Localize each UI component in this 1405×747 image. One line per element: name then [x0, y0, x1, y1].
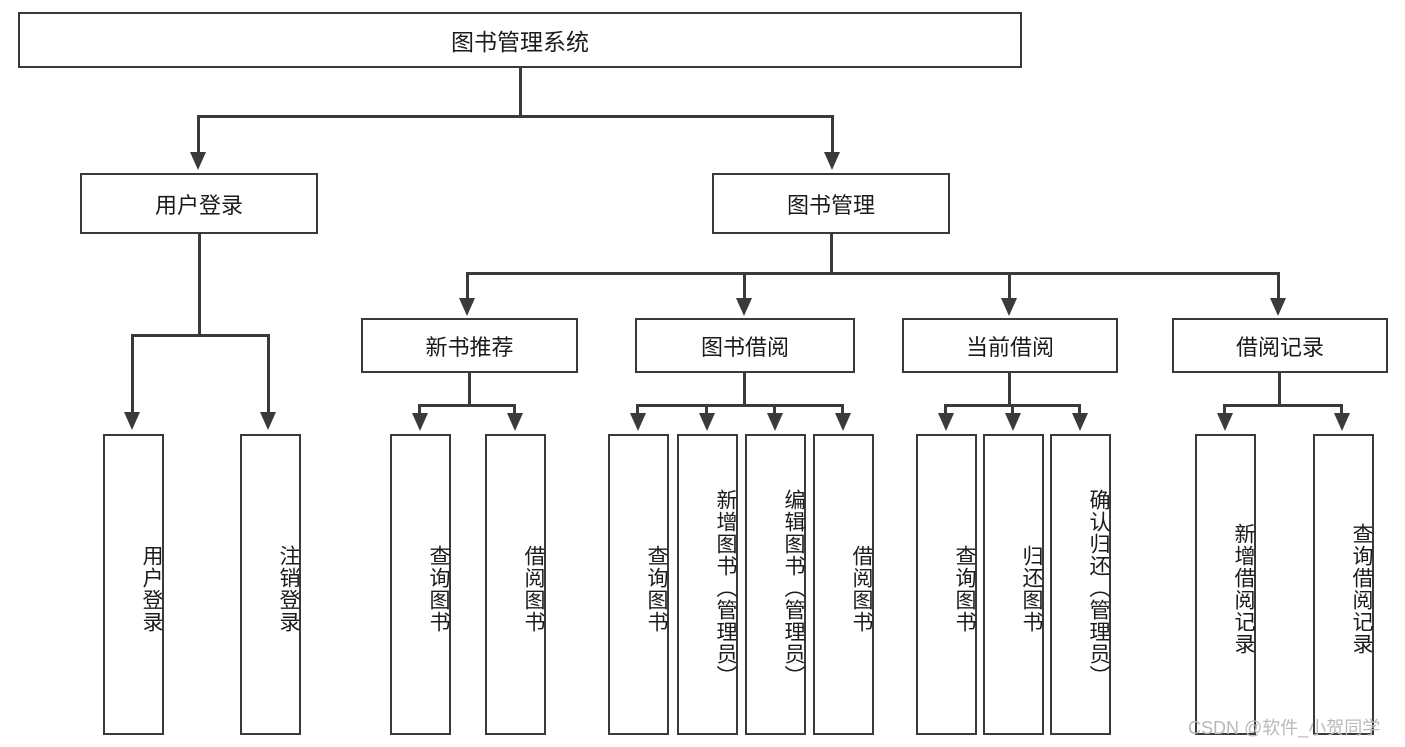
- edge-bm-to-book-borrow: [743, 272, 746, 302]
- leaf-book-borrow-3[interactable]: 借阅图书: [813, 434, 874, 735]
- arrowhead-cb-to-leaf-1: [1005, 413, 1021, 431]
- leaf-user-login-1[interactable]: 注销登录: [240, 434, 301, 735]
- node-label: 查询图书: [953, 544, 976, 633]
- node-label: 查询图书: [645, 544, 668, 633]
- node-label: 注销登录: [277, 544, 300, 633]
- leaf-current-borrow-1[interactable]: 归还图书: [983, 434, 1044, 735]
- edge-user-login-to-leaf-1: [267, 334, 270, 414]
- arrowhead-bb-to-leaf-1: [699, 413, 715, 431]
- leaf-current-borrow-2[interactable]: 确认归还（管理员）: [1050, 434, 1111, 735]
- edge-root-bus: [197, 115, 834, 118]
- node-user-login[interactable]: 用户登录: [80, 173, 318, 234]
- node-label: 用户登录: [140, 544, 163, 633]
- edge-bm-to-new-book-recommend: [466, 272, 469, 302]
- edge-nbr-stem: [468, 373, 471, 407]
- leaf-current-borrow-0[interactable]: 查询图书: [916, 434, 977, 735]
- arrowhead-bm-to-borrow-record: [1270, 298, 1286, 316]
- edge-bm-to-current-borrow: [1008, 272, 1011, 302]
- arrowhead-root-to-user-login: [190, 152, 206, 170]
- node-label: 图书管理: [786, 192, 875, 218]
- edge-root-to-user-login: [197, 115, 200, 155]
- arrowhead-bm-to-book-borrow: [736, 298, 752, 316]
- edge-cb-to-leaf-0: [944, 404, 947, 418]
- edge-bb-stem: [743, 373, 746, 407]
- edge-bb-bus: [636, 404, 843, 407]
- node-label: 借阅图书: [522, 544, 545, 633]
- edge-user-login-bus: [131, 334, 270, 337]
- edge-book-management-bus: [466, 272, 1280, 275]
- node-label: 新增图书（管理员）: [714, 488, 737, 687]
- arrowhead-br-to-leaf-1: [1334, 413, 1350, 431]
- edge-nbr-to-leaf-1: [513, 404, 516, 418]
- edge-bm-to-borrow-record: [1277, 272, 1280, 302]
- edge-nbr-bus: [418, 404, 516, 407]
- node-label: 借阅图书: [850, 544, 873, 633]
- edge-bb-to-leaf-1: [705, 404, 708, 418]
- node-root-book-management-system[interactable]: 图书管理系统: [18, 12, 1022, 68]
- edge-nbr-to-leaf-0: [418, 404, 421, 418]
- edge-cb-to-leaf-2: [1078, 404, 1081, 418]
- csdn-watermark: CSDN @软件_小贺同学: [1188, 718, 1381, 738]
- edge-br-to-leaf-1: [1340, 404, 1343, 418]
- leaf-borrow-record-0[interactable]: 新增借阅记录: [1195, 434, 1256, 735]
- edge-cb-stem: [1008, 373, 1011, 407]
- arrowhead-cb-to-leaf-0: [938, 413, 954, 431]
- edge-user-login-to-leaf-0: [131, 334, 134, 414]
- edge-root-to-book-management: [831, 115, 834, 155]
- leaf-book-borrow-0[interactable]: 查询图书: [608, 434, 669, 735]
- leaf-new-book-recommend-1[interactable]: 借阅图书: [485, 434, 546, 735]
- arrowhead-bm-to-current-borrow: [1001, 298, 1017, 316]
- node-label: 借阅记录: [1235, 334, 1324, 360]
- arrowhead-bm-to-new-book-recommend: [459, 298, 475, 316]
- edge-cb-to-leaf-1: [1011, 404, 1014, 418]
- leaf-user-login-0[interactable]: 用户登录: [103, 434, 164, 735]
- arrowhead-br-to-leaf-0: [1217, 413, 1233, 431]
- node-label: 当前借阅: [965, 334, 1054, 360]
- arrowhead-user-login-to-leaf-1: [260, 412, 276, 430]
- leaf-book-borrow-2[interactable]: 编辑图书（管理员）: [745, 434, 806, 735]
- edge-book-management-stem: [830, 234, 833, 274]
- arrowhead-bb-to-leaf-0: [630, 413, 646, 431]
- node-label: 查询借阅记录: [1350, 522, 1373, 655]
- arrowhead-bb-to-leaf-2: [767, 413, 783, 431]
- node-label: 图书管理系统: [451, 29, 589, 55]
- edge-bb-to-leaf-3: [841, 404, 844, 418]
- node-label: 编辑图书（管理员）: [782, 488, 805, 687]
- node-label: 用户登录: [154, 192, 243, 218]
- node-new-book-recommend[interactable]: 新书推荐: [361, 318, 578, 373]
- edge-bb-to-leaf-2: [773, 404, 776, 418]
- node-label: 新书推荐: [425, 334, 514, 360]
- node-book-borrow[interactable]: 图书借阅: [635, 318, 855, 373]
- arrowhead-nbr-to-leaf-0: [412, 413, 428, 431]
- arrowhead-user-login-to-leaf-0: [124, 412, 140, 430]
- edge-br-stem: [1278, 373, 1281, 407]
- arrowhead-bb-to-leaf-3: [835, 413, 851, 431]
- node-borrow-record[interactable]: 借阅记录: [1172, 318, 1388, 373]
- arrowhead-cb-to-leaf-2: [1072, 413, 1088, 431]
- arrowhead-root-to-book-management: [824, 152, 840, 170]
- node-label: 确认归还（管理员）: [1087, 488, 1110, 687]
- node-current-borrow[interactable]: 当前借阅: [902, 318, 1118, 373]
- node-label: 归还图书: [1020, 544, 1043, 633]
- leaf-book-borrow-1[interactable]: 新增图书（管理员）: [677, 434, 738, 735]
- node-label: 新增借阅记录: [1232, 522, 1255, 655]
- leaf-new-book-recommend-0[interactable]: 查询图书: [390, 434, 451, 735]
- edge-root-stem: [519, 68, 522, 117]
- node-label: 查询图书: [427, 544, 450, 633]
- edge-br-bus: [1223, 404, 1342, 407]
- node-label: 图书借阅: [700, 334, 789, 360]
- leaf-borrow-record-1[interactable]: 查询借阅记录: [1313, 434, 1374, 735]
- edge-user-login-stem: [198, 234, 201, 337]
- arrowhead-nbr-to-leaf-1: [507, 413, 523, 431]
- edge-br-to-leaf-0: [1223, 404, 1226, 418]
- node-book-management[interactable]: 图书管理: [712, 173, 950, 234]
- edge-bb-to-leaf-0: [636, 404, 639, 418]
